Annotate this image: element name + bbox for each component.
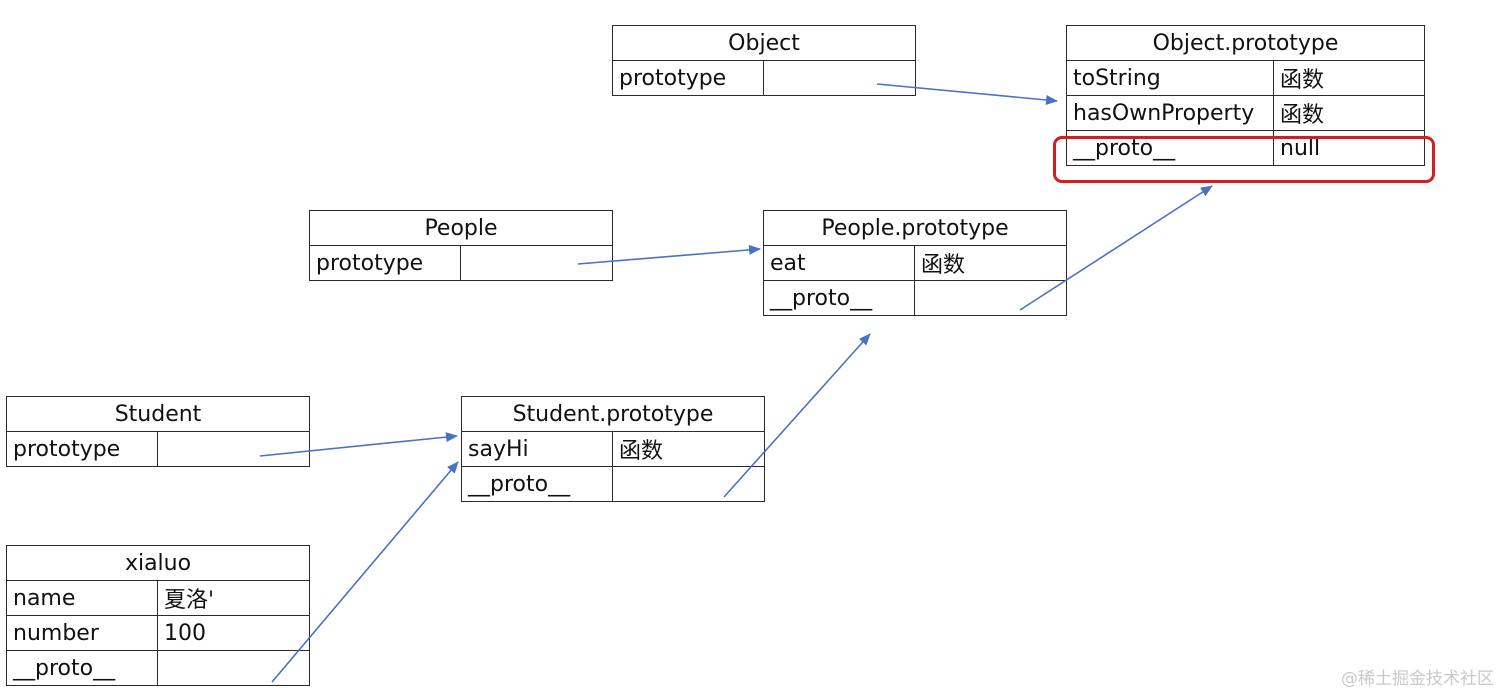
hasownproperty-value: 函数 — [1273, 95, 1425, 131]
people-table: People prototype — [309, 210, 613, 281]
name-key: name — [6, 580, 158, 616]
student-prototype-key: prototype — [6, 431, 158, 467]
people-proto-value — [914, 280, 1067, 316]
xialuo-proto-key: __proto__ — [6, 650, 158, 686]
object-table-title: Object — [612, 25, 916, 61]
student-prototype-title: Student.prototype — [460, 396, 766, 432]
student-prototype-table: Student.prototype sayHi 函数 __proto__ — [460, 396, 766, 502]
student-proto-value — [611, 466, 766, 502]
people-prototype-table: People.prototype eat 函数 __proto__ — [763, 210, 1067, 316]
number-key: number — [6, 615, 158, 651]
tostring-key: toString — [1066, 60, 1274, 96]
proto-null-highlight — [1053, 136, 1435, 183]
tostring-value: 函数 — [1273, 60, 1425, 96]
hasownproperty-key: hasOwnProperty — [1066, 95, 1274, 131]
sayhi-value: 函数 — [611, 431, 766, 467]
object-table: Object prototype — [612, 25, 916, 96]
sayhi-key: sayHi — [461, 431, 613, 467]
student-table-title: Student — [5, 396, 311, 432]
object-prototype-title: Object.prototype — [1066, 25, 1425, 61]
people-prototype-value — [460, 245, 613, 281]
xialuo-table-title: xialuo — [5, 545, 311, 581]
eat-value: 函数 — [914, 245, 1067, 281]
student-prototype-value — [156, 431, 311, 467]
people-prototype-title: People.prototype — [763, 210, 1067, 246]
student-table: Student prototype — [5, 396, 311, 467]
people-prototype-key: prototype — [309, 245, 461, 281]
people-table-title: People — [309, 210, 613, 246]
student-proto-key: __proto__ — [461, 466, 613, 502]
name-value: 夏洛' — [156, 580, 311, 616]
xialuo-table: xialuo name 夏洛' number 100 __proto__ — [5, 545, 311, 686]
people-proto-key: __proto__ — [763, 280, 915, 316]
object-prototype-key: prototype — [612, 60, 764, 96]
eat-key: eat — [763, 245, 915, 281]
object-prototype-value — [763, 60, 916, 96]
number-value: 100 — [156, 615, 311, 651]
watermark: @稀土掘金技术社区 — [1341, 669, 1494, 689]
xialuo-proto-value — [156, 650, 311, 686]
